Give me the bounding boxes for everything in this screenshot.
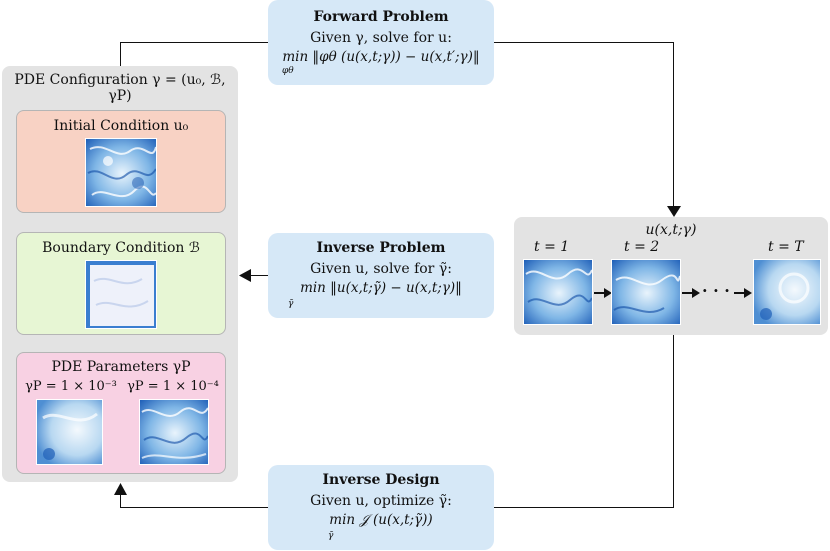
forward-right-drop (673, 42, 675, 210)
trajectory-ellipsis: · · · (702, 281, 730, 300)
tT-label: t = T (768, 239, 804, 255)
design-right-rise (673, 335, 675, 508)
arrow-dots-tT (734, 288, 752, 298)
trajectory-title: u(x,t;γ) (645, 222, 697, 238)
param-high-label: γP = 1 × 10⁻⁴ (127, 379, 219, 394)
inverse-design-text: Given u, optimize γ̃: (310, 493, 452, 509)
inverse-problem-equation: min ‖u(x,t;γ̃) − u(x,t;γ)‖ (300, 280, 462, 296)
forward-right-connector (494, 42, 674, 44)
arrow-to-config (239, 269, 251, 282)
pde-parameters-box: PDE Parameters γP γP = 1 × 10⁻³ γP = 1 ×… (16, 352, 226, 474)
arrow-up-to-config (114, 483, 127, 495)
inverse-design-title: Inverse Design (322, 472, 440, 488)
arrow-to-trajectory (667, 206, 681, 217)
trajectory-frame-tT (753, 259, 821, 325)
arrow-t1-t2 (594, 288, 612, 298)
t2-label: t = 2 (624, 239, 660, 255)
inverse-problem-box: Inverse Problem Given u, solve for γ̃: m… (268, 233, 494, 318)
initial-condition-field (85, 138, 157, 207)
inverse-problem-text: Given u, solve for γ̃: (310, 261, 452, 277)
pde-configuration-panel: PDE Configuration γ = (u₀, ℬ, γP) Initia… (2, 66, 238, 482)
forward-problem-equation: min ‖φθ (u(x,t;γ)) − u(x,t′;γ)‖ (282, 49, 480, 65)
forward-problem-box: Forward Problem Given γ, solve for u: mi… (268, 0, 494, 85)
arrow-t2-dots (682, 288, 700, 298)
pde-parameters-label: PDE Parameters γP (51, 359, 191, 375)
boundary-condition-label: Boundary Condition ℬ (42, 240, 200, 256)
trajectory-panel: u(x,t;γ) t = 1 t = 2 t = T · · · (514, 217, 828, 335)
t1-label: t = 1 (534, 239, 570, 255)
inverse-design-subscript: γ̃ (328, 531, 334, 541)
pde-configuration-title: PDE Configuration γ = (u₀, ℬ, γP) (14, 72, 226, 104)
forward-problem-subscript: φθ (282, 66, 294, 76)
design-left-rise (120, 494, 122, 508)
initial-condition-box: Initial Condition u₀ (16, 110, 226, 213)
boundary-condition-field (85, 260, 157, 329)
design-right-connector (494, 507, 674, 509)
initial-condition-label: Initial Condition u₀ (53, 118, 189, 134)
forward-problem-text: Given γ, solve for u: (310, 30, 452, 46)
inverse-problem-title: Inverse Problem (316, 240, 446, 256)
inverse-problem-subscript: γ̃ (288, 299, 294, 309)
inverse-design-box: Inverse Design Given u, optimize γ̃: min… (268, 465, 494, 550)
trajectory-frame-t1 (523, 259, 593, 325)
design-left-connector (120, 507, 268, 509)
boundary-condition-box: Boundary Condition ℬ (16, 232, 226, 335)
forward-left-connector (120, 42, 268, 44)
forward-problem-title: Forward Problem (313, 9, 449, 25)
param-low-label: γP = 1 × 10⁻³ (25, 379, 117, 394)
param-low-field (36, 399, 103, 465)
param-high-field (139, 399, 209, 465)
trajectory-frame-t2 (611, 259, 681, 325)
inverse-arrow-line (250, 275, 268, 277)
forward-left-drop (120, 42, 122, 66)
inverse-design-equation: min 𝒥 (u(x,t;γ̃)) (329, 512, 433, 528)
